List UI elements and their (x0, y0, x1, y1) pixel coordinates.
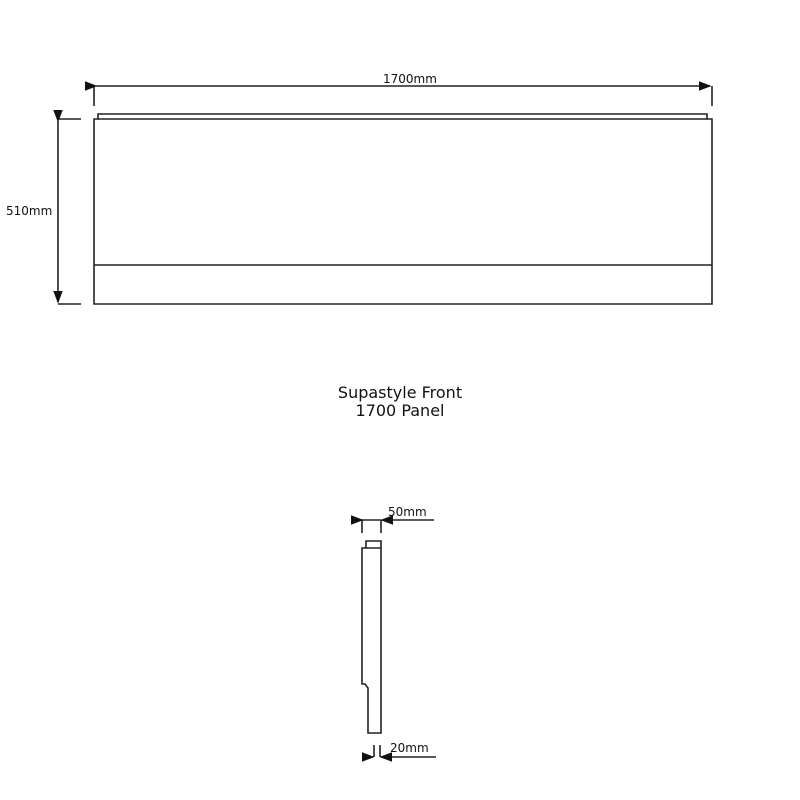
drawing-title-line1: Supastyle Front (337, 383, 463, 402)
height-label: 510mm (6, 204, 53, 218)
front-panel-outline (93, 113, 713, 305)
side-bottom-dimension (361, 745, 436, 762)
side-top-label: 50mm (388, 505, 427, 519)
side-bottom-label: 20mm (390, 741, 429, 755)
height-dimension (53, 109, 81, 305)
width-label: 1700mm (383, 72, 437, 86)
side-top-dimension (350, 515, 434, 533)
width-dimension (84, 81, 713, 106)
side-profile-outline (361, 540, 382, 734)
drawing-title-line2: 1700 Panel (355, 401, 445, 420)
